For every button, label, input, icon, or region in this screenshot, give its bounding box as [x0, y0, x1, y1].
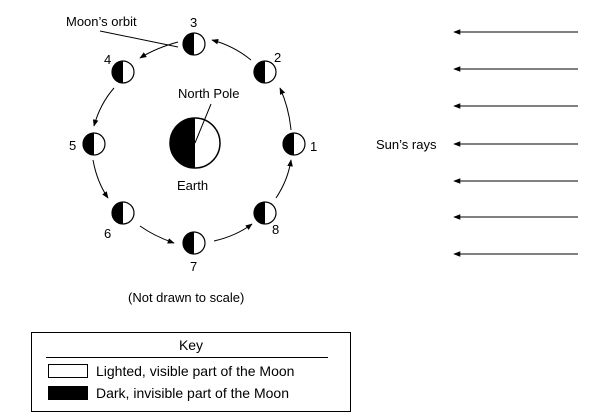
- dark-swatch: [48, 386, 88, 400]
- position-number-3: 3: [190, 15, 197, 30]
- position-number-4: 4: [104, 52, 111, 67]
- moons-orbit-label: Moon’s orbit: [66, 14, 137, 29]
- key-box: Key Lighted, visible part of the Moon Da…: [31, 332, 351, 412]
- key-dark-label: Dark, invisible part of the Moon: [96, 385, 289, 401]
- moon-7: [182, 231, 206, 255]
- moon-2: [253, 60, 277, 84]
- moon-4: [111, 60, 135, 84]
- position-number-5: 5: [69, 138, 76, 153]
- key-row-lighted: Lighted, visible part of the Moon: [48, 363, 294, 379]
- orbit-arrow-7-8: [213, 223, 253, 242]
- north-pole-label: North Pole: [178, 86, 239, 101]
- moon-3: [182, 32, 206, 56]
- orbit-arrow-8-1: [275, 159, 293, 199]
- key-lighted-label: Lighted, visible part of the Moon: [96, 363, 295, 379]
- suns-rays: [453, 29, 578, 257]
- orbit-arrow-6-7: [139, 225, 175, 244]
- position-number-8: 8: [272, 222, 279, 237]
- position-number-6: 6: [104, 226, 111, 241]
- north-pole-pointer: [194, 103, 212, 144]
- key-row-dark: Dark, invisible part of the Moon: [48, 385, 289, 401]
- position-number-1: 1: [310, 139, 317, 154]
- position-number-2: 2: [274, 50, 281, 65]
- lighted-swatch: [48, 364, 88, 378]
- orbit-arrow-3-4: [139, 41, 179, 59]
- orbit-arrow-4-5: [92, 87, 115, 127]
- moon-1: [282, 132, 306, 156]
- orbit-arrow-5-6: [92, 159, 109, 199]
- orbit-arrow-1-2: [279, 87, 292, 131]
- orbit-arrow-2-3: [211, 38, 252, 61]
- key-divider: [46, 357, 328, 358]
- suns-rays-label: Sun’s rays: [376, 137, 437, 152]
- key-title: Key: [178, 337, 204, 353]
- scale-note: (Not drawn to scale): [128, 290, 244, 305]
- moon-8: [253, 201, 277, 225]
- moon-6: [111, 201, 135, 225]
- position-number-7: 7: [190, 259, 197, 274]
- moon-5: [82, 132, 106, 156]
- earth-label: Earth: [177, 178, 208, 193]
- moons-orbit-pointer: [99, 30, 179, 48]
- orbit-arrows: [92, 38, 293, 244]
